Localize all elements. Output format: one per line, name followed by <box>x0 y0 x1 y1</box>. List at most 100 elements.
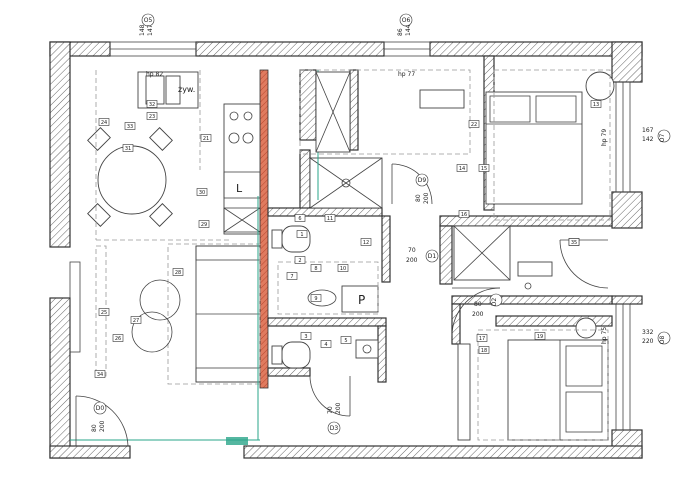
svg-text:16: 16 <box>461 212 467 218</box>
bed-1 <box>419 69 615 221</box>
door-d3-dim1: 70 <box>327 406 334 414</box>
item-tag-4: 4 <box>320 340 332 348</box>
item-tag-24: 24 <box>98 118 110 126</box>
svg-text:4: 4 <box>324 342 327 348</box>
cooktop-icon <box>228 111 254 144</box>
bedroom-details <box>517 261 553 290</box>
hp-bath: hp 77 <box>398 71 415 78</box>
svg-text:6: 6 <box>298 216 301 222</box>
dining-set <box>87 127 173 227</box>
door-d0-dim1: 80 <box>91 424 98 432</box>
item-tag-17: 17 <box>476 334 488 342</box>
svg-text:21: 21 <box>203 136 209 142</box>
item-tag-3: 3 <box>300 332 312 340</box>
item-tag-27: 27 <box>130 316 142 324</box>
svg-text:22: 22 <box>471 122 477 128</box>
door-d9-dim2: 200 <box>423 192 430 204</box>
door-d3-label: D3 <box>330 425 339 432</box>
svg-text:1: 1 <box>300 232 303 238</box>
item-tag-28: 28 <box>172 268 184 276</box>
window-o5-dim1: 148 <box>139 24 146 36</box>
door-d2-dim2: 200 <box>472 311 484 318</box>
window-o8-dim1: 332 <box>642 329 654 336</box>
svg-text:15: 15 <box>481 166 487 172</box>
window-o7-dim1: 167 <box>642 127 654 134</box>
item-tag-13: 13 <box>590 100 602 108</box>
item-tag-18: 18 <box>478 346 490 354</box>
hp-room2: hp 75 <box>601 327 608 344</box>
zyw-label: żyw. <box>178 85 195 94</box>
svg-text:17: 17 <box>479 336 485 342</box>
item-tag-7: 7 <box>286 272 298 280</box>
door-d1-dim2: 200 <box>406 257 418 264</box>
kitchen-dash-lines <box>70 70 260 445</box>
item-tag-21: 21 <box>200 134 212 142</box>
door-d0-dim2: 200 <box>99 420 106 432</box>
svg-text:5: 5 <box>344 338 347 344</box>
svg-text:32: 32 <box>149 102 155 108</box>
svg-text:12: 12 <box>363 240 369 246</box>
door-labels: D0 80 200 D1 70 200 D2 80 200 D3 70 200 … <box>91 173 503 435</box>
svg-text:19: 19 <box>537 334 543 340</box>
svg-text:24: 24 <box>101 120 107 126</box>
brick-wall <box>259 69 269 389</box>
item-tag-32: 32 <box>146 100 158 108</box>
item-tag-8: 8 <box>310 264 322 272</box>
item-tag-10: 10 <box>337 264 349 272</box>
door-d1-label: D1 <box>428 253 437 260</box>
item-tag-14: 14 <box>456 164 468 172</box>
item-tag-30: 30 <box>196 188 208 196</box>
item-tag-9: 9 <box>310 294 322 302</box>
item-tag-23: 23 <box>146 112 158 120</box>
window-labels: O5 148 147 O6 86 144 167 142 O7 332 220 … <box>139 13 671 345</box>
window-o7-label: O7 <box>659 134 666 143</box>
svg-text:34: 34 <box>97 372 103 378</box>
svg-text:33: 33 <box>127 124 133 130</box>
wc-door <box>309 375 351 417</box>
svg-text:29: 29 <box>201 222 207 228</box>
svg-text:11: 11 <box>327 216 333 222</box>
door-d1-dim1: 70 <box>408 247 416 254</box>
item-tag-12: 12 <box>360 238 372 246</box>
bedroom2-door <box>451 287 501 337</box>
bed-2 <box>457 317 609 441</box>
item-tag-33: 33 <box>124 122 136 130</box>
svg-text:35: 35 <box>571 240 577 246</box>
svg-text:14: 14 <box>459 166 465 172</box>
svg-text:2: 2 <box>298 258 301 264</box>
item-tag-25: 25 <box>98 308 110 316</box>
svg-text:8: 8 <box>314 266 317 272</box>
window-o6-dim2: 144 <box>405 24 412 36</box>
svg-text:7: 7 <box>290 274 293 280</box>
svg-text:23: 23 <box>149 114 155 120</box>
window-o5-dim2: 147 <box>147 24 154 36</box>
window-o7-dim2: 142 <box>642 136 654 143</box>
svg-text:9: 9 <box>314 296 317 302</box>
svg-text:10: 10 <box>340 266 346 272</box>
door-d2-dim1: 80 <box>474 301 482 308</box>
item-tag-35: 35 <box>568 238 580 246</box>
bedroom1-door <box>559 239 609 289</box>
kitchen-counter <box>137 71 261 235</box>
svg-text:18: 18 <box>481 348 487 354</box>
window-o8-label: O8 <box>659 336 666 345</box>
item-tag-19: 19 <box>534 332 546 340</box>
shower <box>309 157 383 209</box>
item-tag-22: 22 <box>468 120 480 128</box>
item-tag-6: 6 <box>294 214 306 222</box>
item-tag-5: 5 <box>340 336 352 344</box>
door-d9-dim1: 80 <box>415 194 422 202</box>
window-o8-dim2: 220 <box>642 338 654 345</box>
item-tag-16: 16 <box>458 210 470 218</box>
svg-text:13: 13 <box>593 102 599 108</box>
item-tag-34: 34 <box>94 370 106 378</box>
svg-text:25: 25 <box>101 310 107 316</box>
height-labels: hp 82 hp 77 hp 79 hp 75 żyw. L P <box>146 71 608 344</box>
svg-text:31: 31 <box>125 146 131 152</box>
svg-text:28: 28 <box>175 270 181 276</box>
item-tags: 1234567891011121314151617181920212223242… <box>94 100 602 378</box>
item-tag-1: 1 <box>296 230 308 238</box>
item-tag-29: 29 <box>198 220 210 228</box>
sofa <box>195 245 261 383</box>
entry-door <box>75 395 129 447</box>
